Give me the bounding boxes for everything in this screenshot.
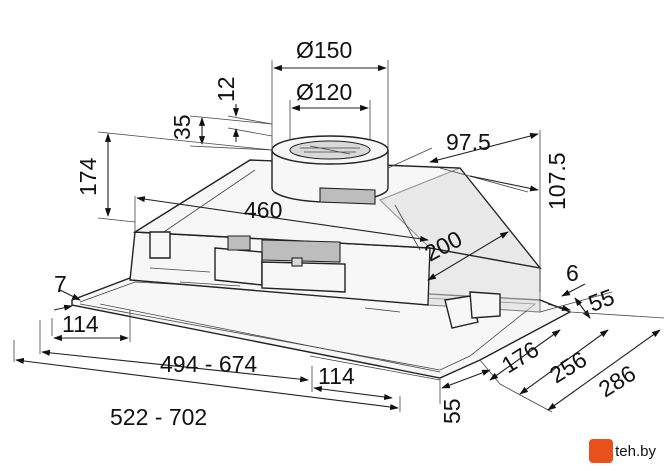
dim-collar-height: 12 <box>213 76 273 142</box>
dim-label-flange-left: 7 <box>54 271 67 297</box>
dim-outlet-inner: Ø120 <box>289 79 371 140</box>
dim-label-right-inset: 114 <box>318 363 355 389</box>
dim-label-left-inset: 114 <box>62 311 99 337</box>
dim-label-outlet-outer: Ø150 <box>296 37 352 63</box>
dim-label-body-height: 174 <box>75 157 101 196</box>
dim-label-adjustable-width: 494 - 674 <box>160 351 257 377</box>
dim-label-bottom: 55 <box>439 398 465 424</box>
dim-label-outlet-to-back: 97.5 <box>446 129 491 155</box>
dim-bottom: 55 <box>439 369 491 424</box>
dim-label-overall-width: 522 - 702 <box>110 404 207 430</box>
dim-overall-width: 522 - 702 <box>13 340 401 430</box>
dim-body-height: 174 <box>75 131 273 223</box>
motor-unit <box>149 231 501 329</box>
dim-label-collar-height: 12 <box>213 76 239 102</box>
watermark-logo-icon <box>589 439 614 463</box>
dim-outlet-outer: Ø150 <box>271 37 389 150</box>
dim-label-outlet-inner: Ø120 <box>296 79 352 105</box>
dim-label-side-right: 55 <box>585 284 618 317</box>
dim-flange-right: 6 <box>547 260 586 311</box>
dim-left-inset: 114 <box>51 310 131 342</box>
watermark: teh.by <box>589 437 662 465</box>
outlet-collar <box>271 135 389 205</box>
dim-outlet-to-side: 107.5 <box>439 130 570 292</box>
dim-flange-left: 7 <box>53 271 81 311</box>
dim-label-flange-right: 6 <box>566 260 579 286</box>
dim-label-collar-offset: 35 <box>169 114 195 140</box>
dim-right-inset: 114 <box>311 363 393 401</box>
watermark-text: teh.by <box>615 442 656 460</box>
dim-collar-offset: 35 <box>169 114 273 151</box>
dim-label-depth-286: 286 <box>594 360 640 402</box>
dim-outlet-to-back: 97.5 <box>387 129 539 169</box>
dim-label-outlet-to-side: 107.5 <box>544 152 570 210</box>
dim-chamber-length: 460 <box>134 196 429 242</box>
dim-label-chamber-length: 460 <box>244 197 282 223</box>
dim-label-depth-256: 256 <box>545 346 591 388</box>
